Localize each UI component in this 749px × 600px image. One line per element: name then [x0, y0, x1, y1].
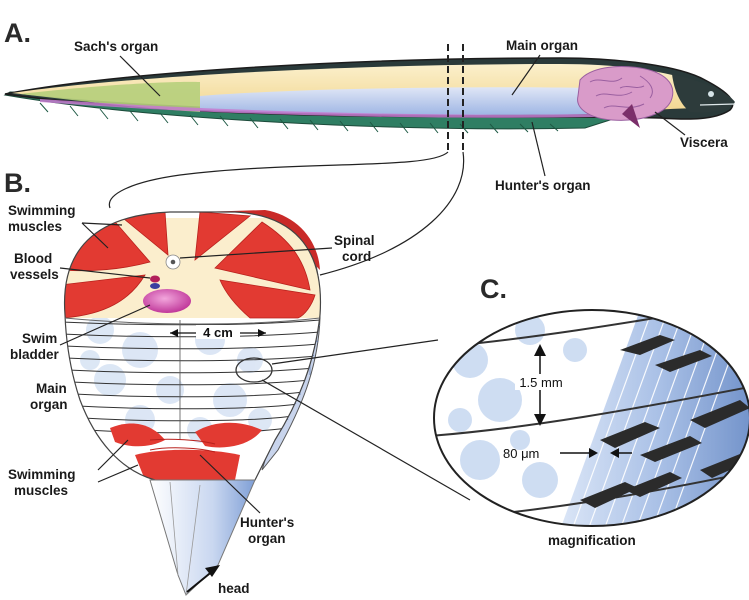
hunters-organ-section-label: Hunter's [240, 515, 294, 530]
swim-bladder-label-2: bladder [10, 347, 60, 362]
swimming-muscles-lower-label-2: muscles [14, 483, 68, 498]
blood-vessels-label-2: vessels [10, 267, 59, 282]
muscle-wedge [64, 274, 146, 319]
panel-b-label: B. [4, 168, 31, 198]
lower-muscle-bottom [135, 449, 240, 480]
sachs-organ-label: Sach's organ [74, 39, 158, 54]
blood-vessels-label: Blood [14, 251, 52, 266]
sachs-organ-region [20, 81, 200, 112]
hunters-organ-section-label-2: organ [248, 531, 286, 546]
main-organ-section-label: Main [36, 381, 67, 396]
spacing-measure: 1.5 mm [515, 344, 567, 426]
swim-bladder [143, 289, 191, 313]
main-organ-label: Main organ [506, 38, 578, 53]
svg-text:1.5 mm: 1.5 mm [519, 375, 562, 390]
tapered-body [149, 479, 256, 596]
hunters-organ-label: Hunter's organ [495, 178, 590, 193]
main-organ-region [200, 87, 600, 115]
eye [708, 91, 714, 97]
muscle-wedge [214, 221, 311, 291]
svg-text:4 cm: 4 cm [203, 325, 233, 340]
spinal-cord-label-2: cord [342, 249, 371, 264]
top-side-muscle [200, 210, 320, 270]
width-measure: 4 cm [170, 325, 266, 340]
thickness-measure: 80 μm [503, 446, 632, 461]
fish-side-view [3, 44, 736, 152]
panel-c-label: C. [480, 274, 507, 304]
lower-muscle-right [195, 422, 262, 448]
muscle-wedge [219, 279, 316, 319]
hunters-organ-region [40, 99, 600, 118]
viscera-mass [577, 66, 674, 128]
septum-line [434, 384, 749, 437]
swim-bladder-label: Swim [22, 331, 57, 346]
magnification-region [235, 357, 273, 383]
lower-muscle-left [110, 423, 165, 447]
magnified-view: 1.5 mm 80 μm [433, 309, 749, 527]
svg-text:80 μm: 80 μm [503, 446, 539, 461]
swimming-muscles-lower-label: Swimming [8, 467, 76, 482]
svg-text:head: head [218, 581, 250, 596]
viscera-label: Viscera [680, 135, 728, 150]
fish-head [672, 74, 735, 113]
muscle-wedge [194, 212, 252, 261]
spinal-cord-label: Spinal [334, 233, 375, 248]
blood-vessel-blue [150, 283, 160, 289]
magnification-caption: magnification [548, 533, 636, 548]
main-organ-section-label-2: organ [30, 397, 68, 412]
head-direction-arrow: head [186, 565, 250, 596]
panel-a-label: A. [4, 18, 31, 48]
blood-vessel-red [150, 275, 160, 283]
swimming-muscles-label-2: muscles [8, 219, 62, 234]
cross-section-block [63, 210, 322, 596]
swimming-muscles-label: Swimming [8, 203, 76, 218]
